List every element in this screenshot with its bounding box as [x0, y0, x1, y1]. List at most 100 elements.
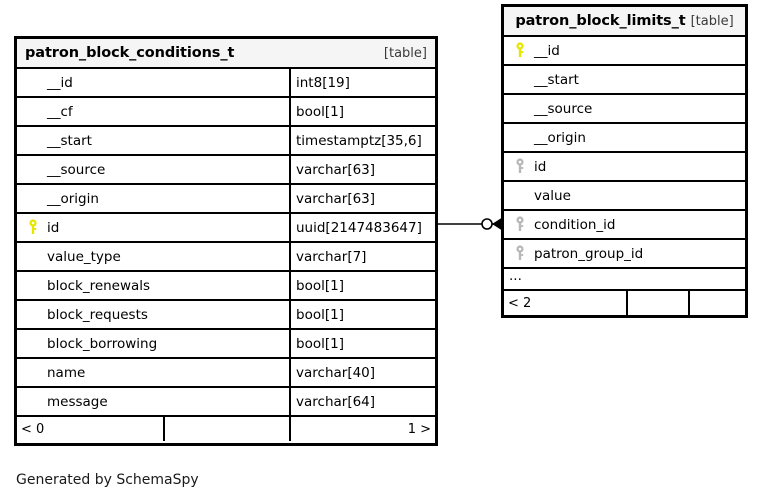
column-name: condition_id [534, 216, 616, 233]
column-row[interactable]: value [504, 182, 745, 211]
footer-middle [163, 417, 289, 441]
column-name: message [47, 393, 108, 410]
column-row[interactable]: patron_group_id [504, 240, 745, 269]
column-name: __start [47, 132, 92, 149]
column-type: varchar[7] [289, 243, 435, 270]
column-name-cell: __start [17, 127, 289, 154]
column-type: uuid[2147483647] [289, 214, 435, 241]
column-row[interactable]: __start [504, 66, 745, 95]
column-name: __cf [47, 103, 73, 120]
column-row[interactable]: message varchar[64] [17, 388, 435, 417]
column-row[interactable]: __origin [504, 124, 745, 153]
column-row[interactable]: name varchar[40] [17, 359, 435, 388]
column-type: varchar[64] [289, 388, 435, 415]
column-name: value_type [47, 248, 121, 265]
column-name: block_renewals [47, 277, 151, 294]
column-row[interactable]: __source varchar[63] [17, 156, 435, 185]
column-name-cell: __origin [504, 124, 745, 151]
column-name-cell: block_requests [17, 301, 289, 328]
column-row[interactable]: block_borrowing bool[1] [17, 330, 435, 359]
footer-parent-count[interactable]: < 0 [21, 421, 45, 437]
column-row[interactable]: __id [504, 37, 745, 66]
column-row[interactable]: value_type varchar[7] [17, 243, 435, 272]
column-name: patron_group_id [534, 245, 644, 262]
column-name: id [47, 219, 60, 236]
key-slot [509, 41, 531, 60]
foreign-key-icon [516, 244, 524, 260]
column-name: value [534, 187, 571, 204]
column-type: timestamptz[35,6] [289, 127, 435, 154]
key-slot [509, 157, 531, 176]
column-type: bool[1] [289, 301, 435, 328]
column-row[interactable]: block_requests bool[1] [17, 301, 435, 330]
key-slot [22, 218, 44, 237]
column-type: varchar[63] [289, 185, 435, 212]
footer-parent-count[interactable]: < 2 [508, 295, 532, 311]
column-name-cell: __source [504, 95, 745, 122]
entity-type-tag: [table] [383, 45, 427, 61]
entity-table-patron-block-limits[interactable]: patron_block_limits_t [table] __id [501, 4, 748, 318]
key-slot [509, 215, 531, 234]
column-name-cell: message [17, 388, 289, 415]
entity-header: patron_block_limits_t [table] [504, 7, 745, 37]
foreign-key-icon [516, 215, 524, 231]
more-columns-indicator[interactable]: ... [504, 269, 745, 291]
column-name-cell: block_borrowing [17, 330, 289, 357]
column-name: __origin [47, 190, 99, 207]
entity-header: patron_block_conditions_t [table] [17, 39, 435, 69]
column-type: varchar[63] [289, 156, 435, 183]
column-row[interactable]: __cf bool[1] [17, 98, 435, 127]
column-name-cell: __start [504, 66, 745, 93]
column-row[interactable]: __start timestamptz[35,6] [17, 127, 435, 156]
column-type: int8[19] [289, 69, 435, 96]
column-name: block_borrowing [47, 335, 158, 352]
column-name-cell: id [504, 153, 745, 180]
column-row[interactable]: __origin varchar[63] [17, 185, 435, 214]
entity-type-tag: [table] [690, 13, 734, 29]
column-type: bool[1] [289, 272, 435, 299]
column-name: name [47, 364, 86, 381]
column-name-cell: name [17, 359, 289, 386]
column-name: __source [534, 100, 593, 117]
column-name-cell: block_renewals [17, 272, 289, 299]
column-name: __origin [534, 129, 586, 146]
column-name-cell: __cf [17, 98, 289, 125]
column-name-cell: __source [17, 156, 289, 183]
column-row[interactable]: id [504, 153, 745, 182]
column-row[interactable]: block_renewals bool[1] [17, 272, 435, 301]
foreign-key-icon [516, 157, 524, 173]
column-name-cell: __id [504, 37, 745, 64]
entity-title: patron_block_limits_t [515, 13, 686, 29]
footer-child-count[interactable]: 1 > [289, 417, 435, 441]
entity-footer: < 0 1 > [17, 417, 435, 441]
column-name-cell: id [17, 214, 289, 241]
entity-footer: < 2 [504, 291, 745, 315]
relationship-connector[interactable] [437, 212, 503, 236]
primary-key-icon [516, 41, 524, 57]
footer-middle [626, 291, 688, 315]
column-name-cell: __id [17, 69, 289, 96]
column-name-cell: patron_group_id [504, 240, 745, 267]
column-name-cell: __origin [17, 185, 289, 212]
column-name-cell: value [504, 182, 745, 209]
column-name: __id [47, 74, 73, 91]
column-row[interactable]: condition_id [504, 211, 745, 240]
column-type: bool[1] [289, 98, 435, 125]
entity-title: patron_block_conditions_t [25, 45, 235, 61]
column-row[interactable]: __source [504, 95, 745, 124]
column-type: bool[1] [289, 330, 435, 357]
footer-child-count [688, 291, 745, 315]
column-row[interactable]: id uuid[2147483647] [17, 214, 435, 243]
primary-key-icon [29, 218, 37, 234]
key-slot [509, 244, 531, 263]
generator-caption: Generated by SchemaSpy [16, 472, 199, 488]
column-name: __start [534, 71, 579, 88]
column-name-cell: value_type [17, 243, 289, 270]
column-name: id [534, 158, 547, 175]
column-name: __id [534, 42, 560, 59]
entity-table-patron-block-conditions[interactable]: patron_block_conditions_t [table] __id i… [14, 36, 438, 446]
column-name: block_requests [47, 306, 148, 323]
column-name: __source [47, 161, 106, 178]
column-row[interactable]: __id int8[19] [17, 69, 435, 98]
